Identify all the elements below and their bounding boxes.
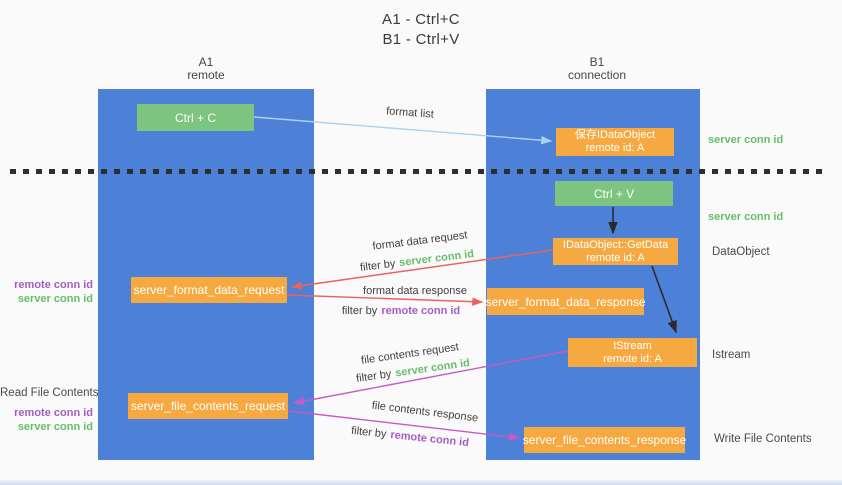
node-idataobject-getdata: IDataObject::GetData remote id: A: [553, 238, 678, 265]
annotation-server-conn-id-1: server conn id: [708, 134, 784, 146]
filter-prefix: filter by: [355, 368, 393, 385]
node-save-idataobject-line2: remote id: A: [585, 142, 645, 154]
node-format-response-label: server_format_data_response: [485, 294, 646, 309]
node-istream: IStream remote id: A: [568, 338, 697, 367]
annotation-istream: Istream: [712, 349, 751, 361]
node-server-file-contents-response: server_file_contents_response: [522, 427, 687, 453]
label-file-contents-response: file contents response: [371, 399, 479, 425]
node-istream-line1: IStream: [613, 339, 652, 352]
node-file-request-label: server_file_contents_request: [130, 399, 286, 413]
label-format-data-response: format data response: [363, 285, 467, 297]
label-format-data-response-filter: filter by remote conn id: [342, 305, 460, 317]
lifeline-b1-id: B1: [589, 55, 605, 69]
node-server-format-data-response: server_format_data_response: [485, 288, 646, 315]
node-ctrl-c: Ctrl + C: [137, 104, 254, 131]
phase-separator-dotted-line: [10, 169, 826, 174]
filter-prefix: filter by: [350, 424, 388, 441]
bottom-edge-strip: [0, 480, 842, 485]
node-ctrl-c-label: Ctrl + C: [174, 110, 216, 125]
lifeline-header-b1: B1 connection: [541, 56, 653, 82]
label-format-data-request: format data request: [371, 229, 469, 253]
lifeline-b1-role: connection: [567, 68, 627, 82]
node-server-format-data-request: server_format_data_request: [131, 277, 287, 303]
node-getdata-line1: IDataObject::GetData: [562, 238, 669, 251]
title-line-1: A1 - Ctrl+C: [382, 11, 460, 28]
node-save-idataobject: 保存IDataObject remote id: A: [556, 128, 674, 156]
annotation-server-conn-id-left-2: server conn id: [17, 421, 93, 433]
filter-prefix: filter by: [341, 305, 378, 317]
node-save-idataobject-line1: 保存IDataObject: [574, 129, 656, 141]
annotation-read-file-contents: Read File Contents: [0, 387, 99, 399]
filter-key-server-conn-id: server conn id: [398, 248, 475, 270]
lifeline-a1-role: remote: [187, 68, 225, 82]
annotation-server-conn-id-2: server conn id: [708, 211, 784, 223]
diagram-title: A1 - Ctrl+C B1 - Ctrl+V: [0, 10, 842, 50]
annotation-server-conn-id-left-1: server conn id: [17, 293, 93, 305]
label-file-contents-response-filter: filter by remote conn id: [351, 425, 470, 449]
label-format-list: format list: [385, 105, 435, 121]
filter-key-remote-conn-id: remote conn id: [389, 428, 470, 450]
node-file-response-label: server_file_contents_response: [522, 433, 687, 447]
annotation-remote-conn-id-left-1: remote conn id: [14, 279, 93, 291]
node-ctrl-v-label: Ctrl + V: [593, 186, 635, 201]
annotation-dataobject: DataObject: [712, 246, 770, 258]
annotation-write-file-contents: Write File Contents: [714, 433, 812, 445]
lifeline-a1-id: A1: [198, 55, 214, 69]
node-ctrl-v: Ctrl + V: [555, 181, 673, 206]
node-server-file-contents-request: server_file_contents_request: [128, 393, 288, 419]
node-istream-line2: remote id: A: [603, 352, 662, 365]
lifeline-header-a1: A1 remote: [150, 56, 262, 82]
annotation-remote-conn-id-left-2: remote conn id: [14, 407, 93, 419]
node-format-request-label: server_format_data_request: [133, 283, 285, 297]
filter-key-remote-conn-id: remote conn id: [381, 305, 461, 317]
filter-prefix: filter by: [359, 257, 397, 274]
node-getdata-line2: remote id: A: [586, 251, 645, 264]
title-line-2: B1 - Ctrl+V: [382, 31, 460, 48]
